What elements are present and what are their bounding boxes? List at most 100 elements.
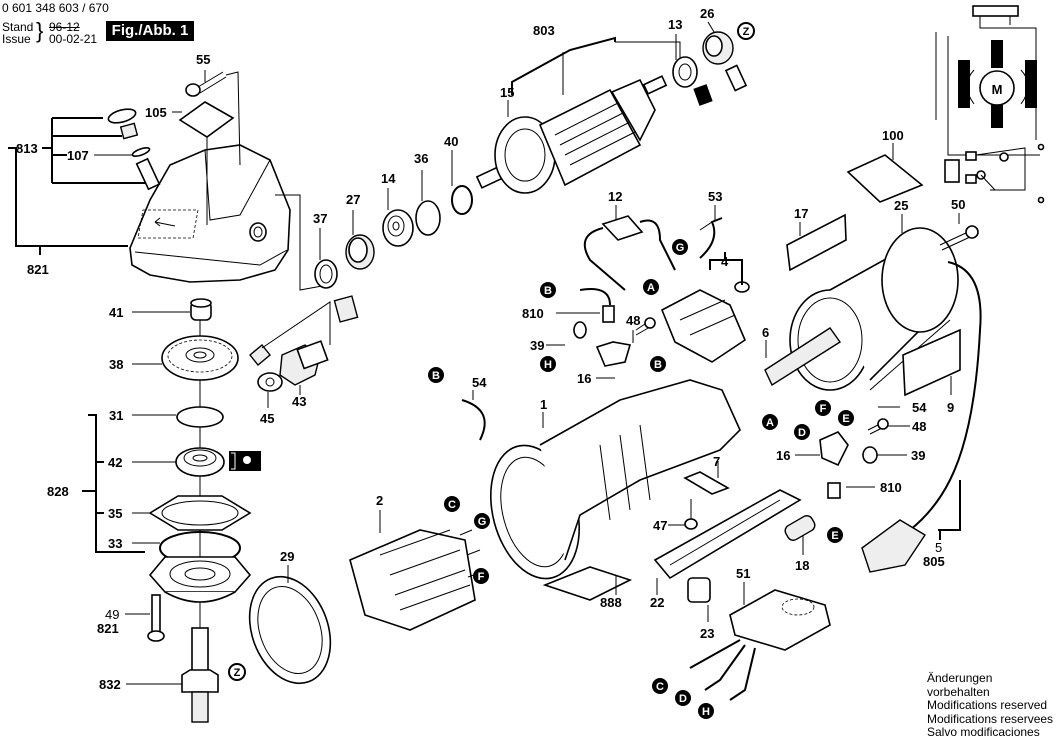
label-2: 2 [376,493,383,508]
label-49: 49 [105,607,119,622]
label-27: 27 [346,192,360,207]
label-17-part [786,213,847,272]
label-29: 29 [280,549,294,564]
label-35: 35 [108,506,122,521]
zone-markers: Z Z [228,22,755,681]
motor-symbol: M [992,82,1003,97]
label-54-left: 54 [472,375,487,390]
label-4: 4 [721,254,729,269]
connector-marker-e: E [827,527,843,543]
label-36: 36 [414,151,428,166]
label-15: 15 [500,85,514,100]
label-50: 50 [951,197,965,212]
connector-marker-c: C [652,678,668,694]
gear-housing-part [129,144,291,283]
label-22: 22 [650,595,664,610]
old-date-struck: 96-12 [49,20,80,34]
label-805: 805 [923,554,945,569]
label-33: 33 [108,536,122,551]
screw-49-part [147,594,165,642]
screw-50-part [939,225,979,251]
svg-text:F: F [478,571,485,583]
sleeve-27-part [345,234,375,270]
field-housing-25-part [789,227,959,391]
needle-bearing-part [333,295,359,323]
knob-part [107,108,161,191]
switch-4-part [660,281,750,363]
label-18: 18 [795,558,809,573]
label-48-left: 48 [626,313,640,328]
connector-marker-e: E [838,410,854,426]
issue-date: 00-02-21 [49,32,98,46]
issue-label: Issue [2,32,31,46]
label-12: 12 [608,189,622,204]
connector-marker-b: B [428,367,444,383]
connector-marker-h: H [698,703,714,719]
connector-marker-g: G [474,513,490,529]
connector-markers: B A G H B B C G F A F E D E C D H [428,239,854,719]
label-37: 37 [313,211,327,226]
shaft-seal-37-part [314,259,338,289]
svg-text:Z: Z [743,26,750,38]
label-821-housing: 821 [27,262,49,277]
svg-text:B: B [544,285,552,297]
suppressor-12-part [583,215,676,291]
circlip-31-part [176,406,224,428]
cable-sleeve-6-part [764,327,842,387]
label-42: 42 [108,455,122,470]
label-810-left: 810 [522,306,544,321]
svg-text:E: E [831,530,838,542]
leader-lines [8,21,961,685]
bearing-13-part [672,56,713,106]
svg-text:E: E [842,413,849,425]
zone-marker-z: Z [737,22,755,40]
label-38: 38 [109,357,123,372]
spring-key-part [249,344,271,366]
label-48-right: 48 [912,419,926,434]
svg-text:H: H [544,359,552,371]
svg-text:A: A [766,417,774,429]
slide-button-23-part [687,577,711,603]
label-31: 31 [109,408,123,423]
screw-48a-part [635,317,656,336]
svg-text:B: B [432,370,440,382]
connector-marker-d: D [794,424,810,440]
note-es: Salvo modificaciones [927,725,1040,739]
ball-bearing-42-part [175,447,261,477]
label-9: 9 [947,400,954,415]
svg-text:H: H [702,706,710,718]
label-832: 832 [99,677,121,692]
brace-icon: } [36,18,44,43]
circlip-40-part [451,185,473,215]
label-39-left: 39 [530,338,544,353]
gasket-35-part [148,495,252,531]
nut-45-part [257,372,283,392]
bevel-gear-38-part [161,335,239,381]
label-888: 888 [600,595,622,610]
brush-holder-16b-part [819,418,889,499]
electronics-module-51-part [689,589,831,701]
note-de: Änderungen vorbehalten [927,671,993,699]
bearing-flange-part [148,556,252,603]
svg-text:C: C [656,681,664,693]
connector-marker-c: C [444,496,460,512]
label-41: 41 [109,305,123,320]
connector-marker-b: B [540,282,556,298]
label-26: 26 [700,6,714,21]
clip-7-part [683,471,730,495]
screw-part [185,71,227,97]
screw-47-part [684,499,698,530]
connector-marker-d: D [675,690,691,706]
part-number: 0 601 348 603 / 670 [2,1,109,15]
cable-54a-part [461,399,486,441]
label-40: 40 [444,134,458,149]
power-cord-part [909,261,982,531]
label-54-right: 54 [912,400,927,415]
svg-text:D: D [679,693,687,705]
motor-housing-1-part [489,379,741,580]
label-1: 1 [540,397,547,412]
connector-marker-h: H [540,356,556,372]
plug-5-part [861,519,926,573]
label-14: 14 [381,171,396,186]
label-39-right: 39 [911,448,925,463]
